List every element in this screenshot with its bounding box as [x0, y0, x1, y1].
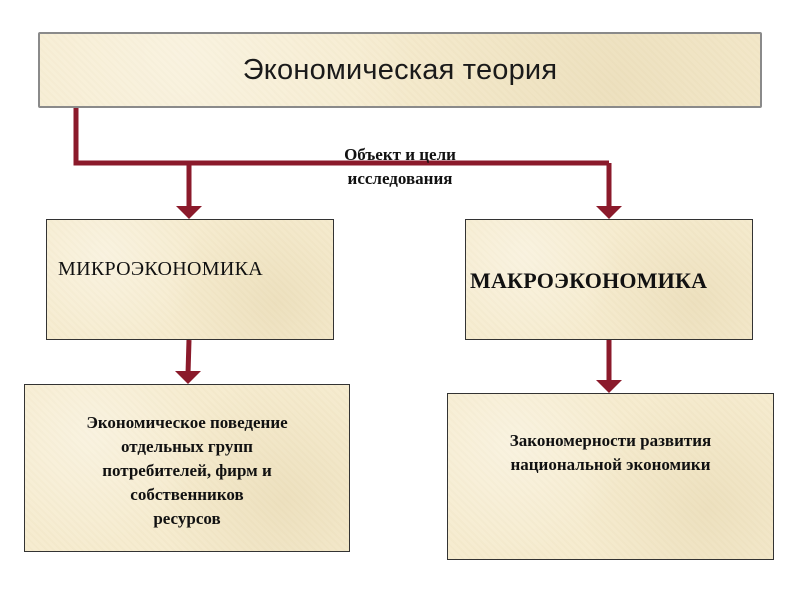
diagram-title: Экономическая теория	[242, 53, 558, 86]
micro-label: МИКРОЭКОНОМИКА	[58, 258, 263, 280]
arrowhead-macro	[596, 206, 622, 219]
micro-description-line: Экономическое поведение	[86, 413, 288, 432]
edge-label-line: исследования	[347, 169, 453, 188]
edge-label: Объект и цели исследования	[300, 143, 500, 191]
micro-description-line: отдельных групп	[121, 437, 253, 456]
macro-label: МАКРОЭКОНОМИКА	[470, 268, 708, 293]
connector-trunk	[73, 108, 609, 166]
micro-description-line: потребителей, фирм и	[102, 461, 272, 480]
micro-description-line: ресурсов	[153, 509, 221, 528]
connector-micro-to-desc	[185, 339, 192, 375]
edge-label-line: Объект и цели	[344, 145, 456, 164]
arrowhead-macro-desc	[596, 380, 622, 393]
micro-description-box: Экономическое поведение отдельных групп …	[24, 384, 350, 552]
macro-description-box: Закономерности развития национальной эко…	[447, 393, 774, 560]
macro-description: Закономерности развития национальной эко…	[448, 429, 773, 477]
micro-description: Экономическое поведение отдельных групп …	[25, 411, 349, 531]
macro-description-line: национальной экономики	[510, 455, 711, 474]
title-banner: Экономическая теория	[38, 32, 762, 108]
macro-box: МАКРОЭКОНОМИКА	[465, 219, 753, 340]
micro-box: МИКРОЭКОНОМИКА	[46, 219, 334, 340]
macro-description-line: Закономерности развития	[509, 431, 712, 450]
micro-description-line: собственников	[130, 485, 244, 504]
arrowhead-micro	[176, 206, 202, 219]
arrowhead-micro-desc	[175, 371, 201, 384]
